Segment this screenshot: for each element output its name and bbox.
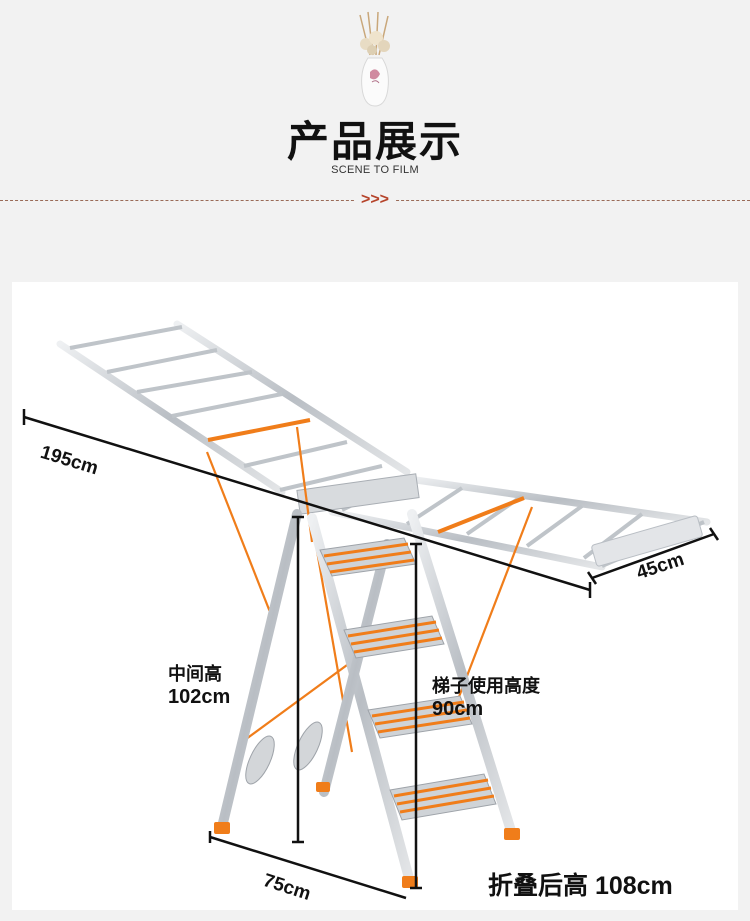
ladder-height-value: 90cm (432, 698, 484, 720)
vase-icon (359, 11, 390, 107)
page-title: 产品展示 (286, 117, 463, 166)
mid-height-label: 中间高 (168, 664, 222, 684)
product-image: 195cm 45cm 中间高 102cm 梯子使用高度 90cm 75cm 折叠… (12, 282, 738, 910)
folded-height-label: 折叠后高 108cm (488, 872, 673, 900)
chevron-right-icon: >>> (355, 190, 395, 210)
drying-rack-ladder-illustration (22, 320, 720, 900)
ladder-height-label: 梯子使用高度 (432, 676, 540, 696)
mid-height-value: 102cm (168, 686, 231, 708)
page-subtitle: SCENE TO FILM (331, 164, 419, 176)
section-header: 产品展示 SCENE TO FILM >>> (0, 0, 750, 270)
